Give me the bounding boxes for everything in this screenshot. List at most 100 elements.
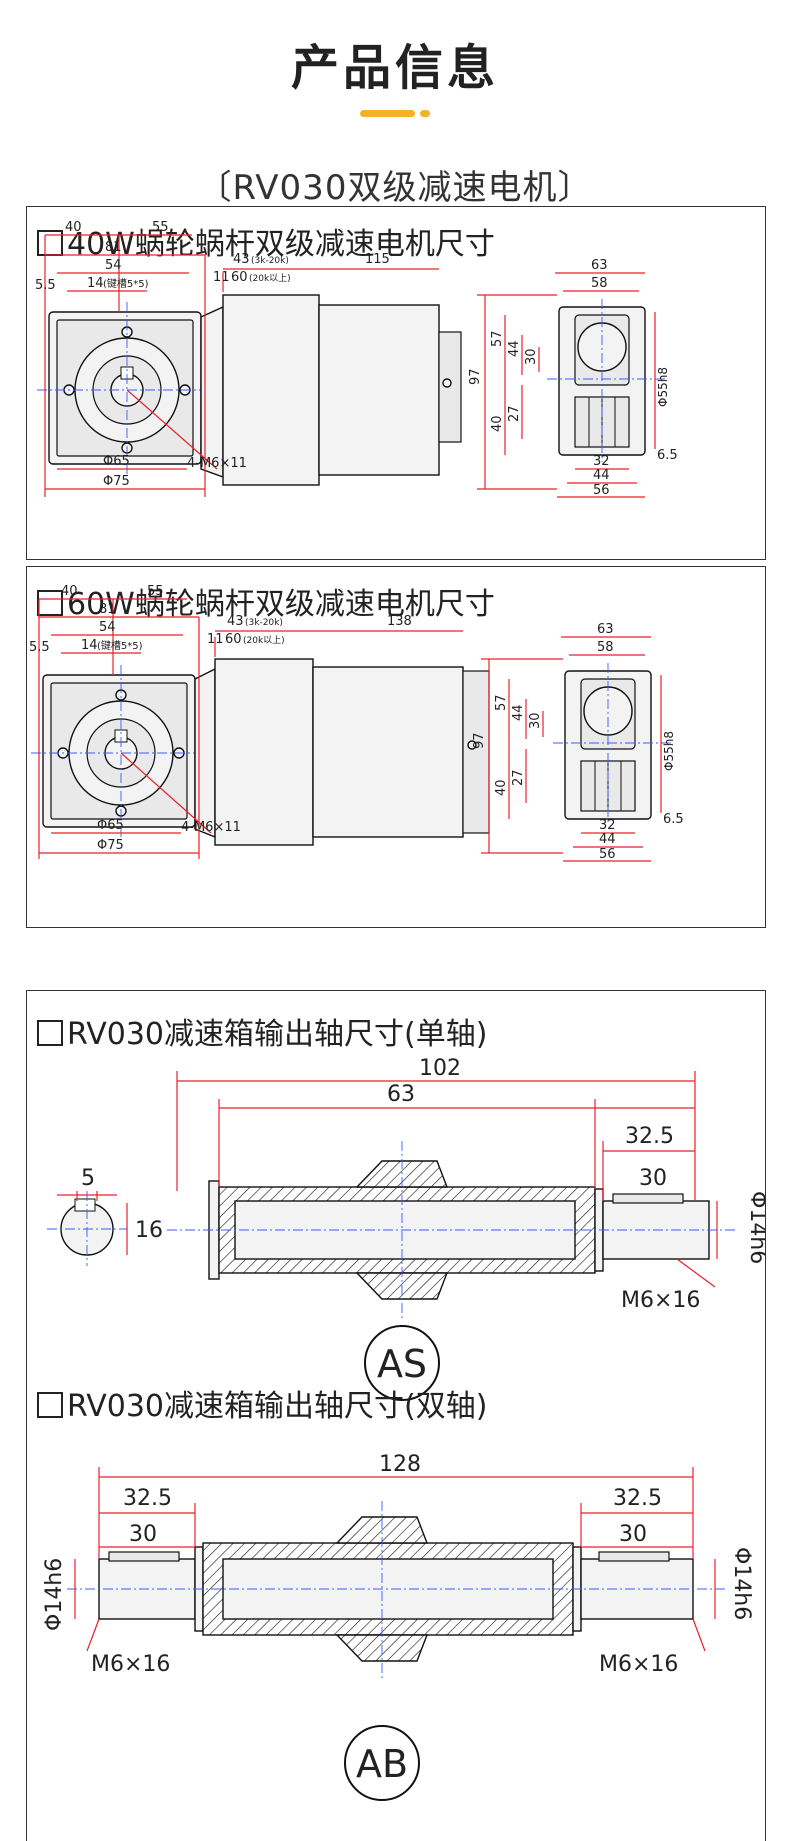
dim-label: 30 [619, 1522, 647, 1547]
motor-drawing-60w: 40 81 55 54 5.5 14 (键槽5*5) 43 (3k-20k) 1… [29, 584, 684, 862]
gearbox-side-view [553, 663, 673, 825]
dim-label: 63 [591, 258, 608, 273]
dim-label: 63 [387, 1082, 415, 1107]
dim-label: 97 [468, 368, 483, 385]
dim-label: 44 [599, 832, 616, 847]
dim-label: 40 [65, 220, 82, 235]
panel-heading-double: RV030减速箱输出轴尺寸(双轴) [37, 1381, 487, 1425]
dim-label: Φ14h6 [745, 1191, 766, 1264]
dim-label: (20k以上) [243, 635, 285, 646]
dim-label: 32.5 [625, 1124, 674, 1149]
page-title: 产品信息 [290, 40, 499, 96]
dim-label: 57 [494, 694, 509, 711]
panel-heading: 60W蜗轮蜗杆双级减速电机尺寸 [37, 579, 495, 623]
dim-label: 16 [135, 1218, 163, 1243]
dim-label: 14 [81, 638, 98, 653]
dim-label: 81 [105, 240, 122, 255]
dim-label: Φ14h6 [42, 1558, 67, 1631]
dim-label: 4-M6×11 [181, 820, 241, 835]
dim-label: 32 [593, 454, 610, 469]
checkbox-square-icon [37, 590, 63, 616]
panel-heading-text: 40W蜗轮蜗杆双级减速电机尺寸 [67, 227, 495, 262]
dim-label: Φ65 [97, 818, 124, 833]
dim-label: (键槽5*5) [97, 639, 143, 652]
dim-label: (20k以上) [249, 273, 291, 284]
dim-label: Φ75 [97, 838, 124, 853]
model-title: 〔RV030双级减速电机〕 [197, 168, 593, 208]
panel-heading-text: RV030减速箱输出轴尺寸(单轴) [67, 1017, 488, 1052]
dim-label: 5.5 [35, 278, 56, 293]
shaft-drawings: 102 63 32.5 30 Φ14h6 M6×16 5 16 AS [42, 1056, 766, 1801]
dim-label: 128 [379, 1452, 421, 1477]
dim-label: 6.5 [657, 448, 678, 463]
dim-label: 97 [472, 732, 487, 749]
shaft-panel: RV030减速箱输出轴尺寸(单轴) [26, 990, 766, 1841]
dim-label: 55 [147, 584, 164, 599]
checkbox-square-icon [37, 1020, 63, 1046]
dim-label: M6×16 [621, 1288, 700, 1313]
dim-label: 5.5 [29, 640, 50, 655]
dim-label: 54 [99, 620, 116, 635]
dim-label: 30 [528, 712, 543, 729]
dim-label: 4-M6×11 [187, 456, 247, 471]
dim-label: Φ14h6 [729, 1547, 754, 1620]
dim-label: (3k-20k) [251, 256, 289, 266]
dim-label: 43 [233, 252, 250, 267]
dim-label: 56 [593, 483, 610, 498]
panel-heading-text: RV030减速箱输出轴尺寸(双轴) [67, 1389, 488, 1424]
dim-label: 44 [511, 704, 526, 721]
dim-label: 40 [494, 779, 509, 796]
dim-label: 54 [105, 258, 122, 273]
dim-label: (键槽5*5) [103, 277, 149, 290]
dim-label: Φ75 [103, 474, 130, 489]
panel-heading: 40W蜗轮蜗杆双级减速电机尺寸 [37, 219, 495, 263]
dim-label: Φ55h8 [656, 367, 670, 407]
dim-label: 115 [365, 252, 390, 267]
motor-body-view [200, 294, 462, 486]
dim-label: 60 [225, 632, 242, 647]
dim-label: 58 [597, 640, 614, 655]
dim-label: M6×16 [91, 1652, 170, 1677]
title-accent-dot [420, 110, 430, 117]
dim-label: 11 [207, 632, 224, 647]
dim-label: 6.5 [663, 812, 684, 827]
panel-heading-single: RV030减速箱输出轴尺寸(单轴) [37, 1009, 487, 1053]
dim-label: 32.5 [123, 1486, 172, 1511]
dim-label: 102 [419, 1056, 461, 1081]
dim-label: 30 [129, 1522, 157, 1547]
checkbox-square-icon [37, 1392, 63, 1418]
dim-label: (3k-20k) [245, 618, 283, 628]
dim-label: 30 [639, 1166, 667, 1191]
dim-label: 44 [593, 468, 610, 483]
motor-panel-60w: 60W蜗轮蜗杆双级减速电机尺寸 [26, 566, 766, 928]
dim-label: 56 [599, 847, 616, 862]
dim-label: 60 [231, 270, 248, 285]
dim-label: 63 [597, 622, 614, 637]
title-accent-bar [360, 110, 415, 117]
dim-label: Φ55h8 [662, 731, 676, 771]
dim-label: 32 [599, 818, 616, 833]
dim-label: 57 [490, 330, 505, 347]
dim-label: 44 [507, 340, 522, 357]
dim-label: M6×16 [599, 1652, 678, 1677]
gearbox-front-view [37, 302, 227, 477]
dim-label: 55 [152, 220, 169, 235]
dim-label: 11 [213, 270, 230, 285]
dim-label: 27 [511, 769, 526, 786]
badge-as: AS [364, 1325, 440, 1401]
dim-label: 5 [81, 1166, 95, 1191]
svg-text:AS: AS [377, 1342, 427, 1386]
motor-panel-40w: 40W蜗轮蜗杆双级减速电机尺寸 [26, 206, 766, 560]
gearbox-side-view [547, 299, 667, 462]
dim-label: 14 [87, 276, 104, 291]
badge-ab: AB [344, 1725, 420, 1801]
double-shaft-drawing [67, 1501, 727, 1681]
motor-drawing-40w: 40 81 55 54 5.5 14 (键槽5*5) 43 (3k-20k) 1… [35, 220, 678, 498]
panel-heading-text: 60W蜗轮蜗杆双级减速电机尺寸 [67, 587, 495, 622]
dim-label: 40 [490, 415, 505, 432]
dim-label: Φ65 [103, 454, 130, 469]
dim-label: 58 [591, 276, 608, 291]
dim-label: 43 [227, 614, 244, 629]
dim-label: 32.5 [613, 1486, 662, 1511]
dim-label: 27 [507, 405, 522, 422]
